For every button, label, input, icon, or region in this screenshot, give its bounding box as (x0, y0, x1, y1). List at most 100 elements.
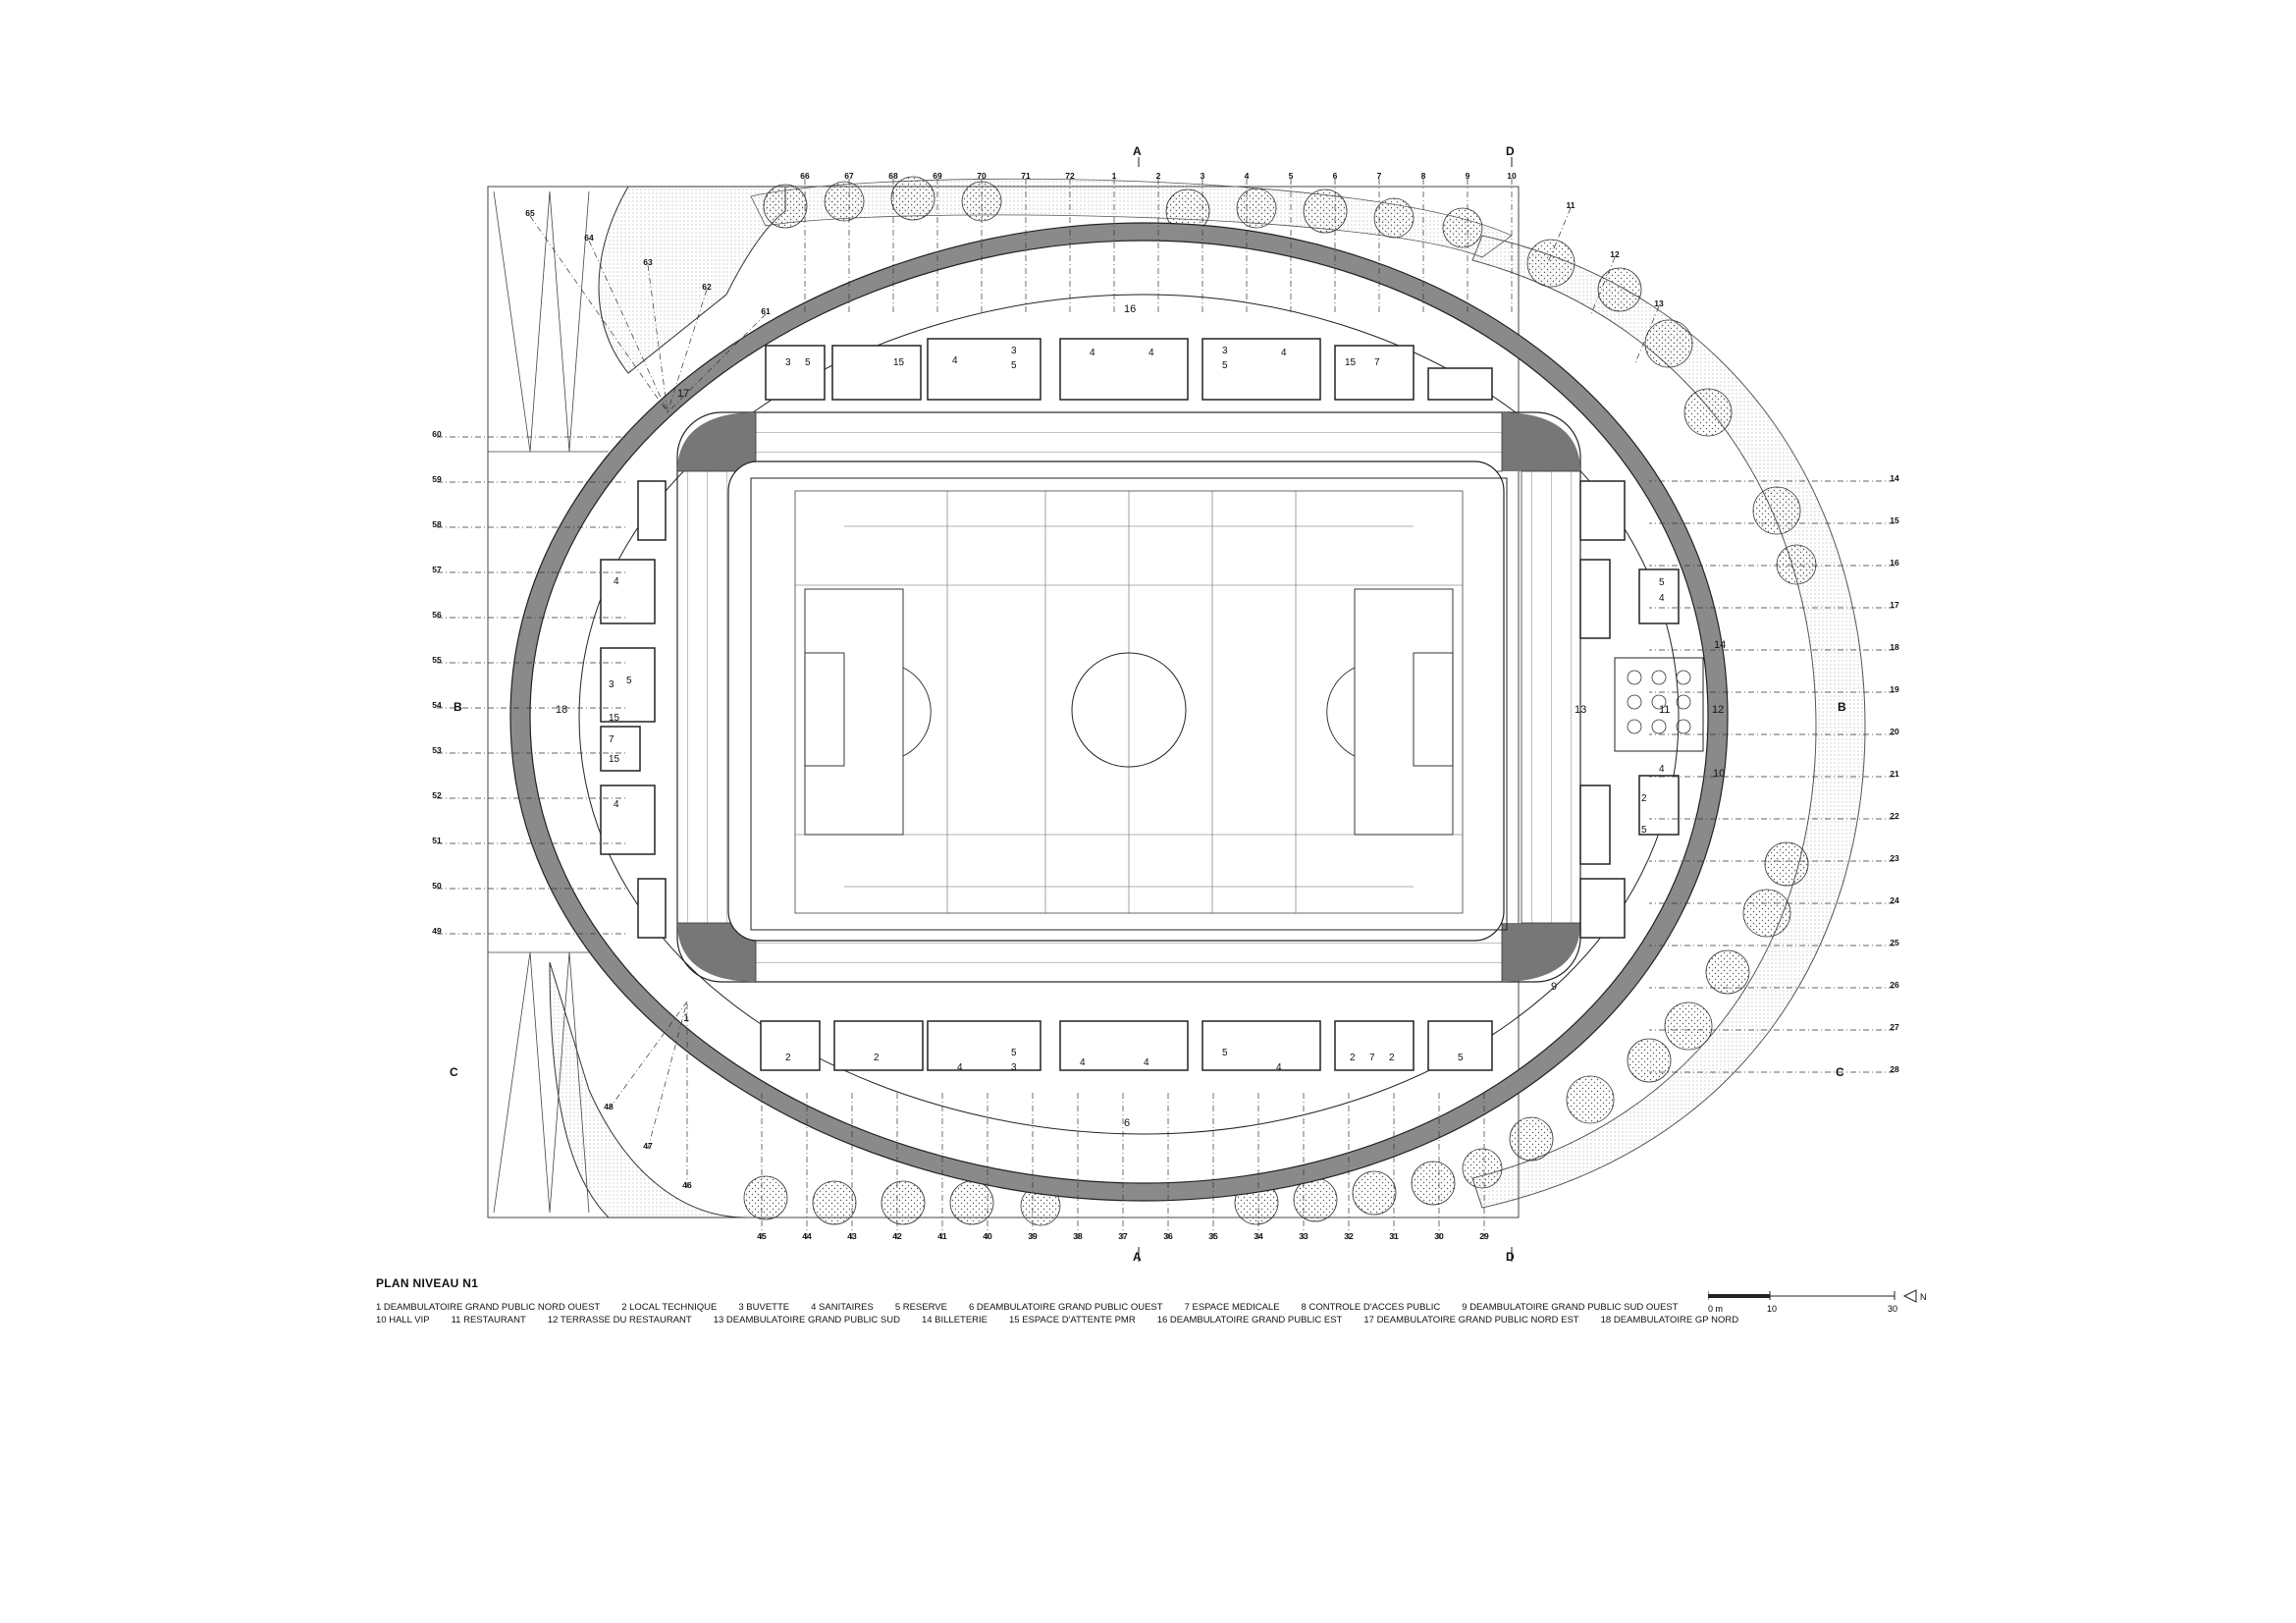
grid-axis-label: 6 (1333, 171, 1338, 181)
grid-axis-label: 3 (1201, 171, 1205, 181)
grid-axis-line (588, 240, 668, 413)
grid-axis-label: 27 (1890, 1022, 1899, 1032)
svg-text:5: 5 (1659, 577, 1665, 588)
scale-label-10: 10 (1767, 1304, 1777, 1314)
stand-corner-sw (677, 923, 756, 982)
section-label-b-left: B (454, 700, 462, 714)
zone-label-9: 9 (1551, 981, 1557, 993)
svg-text:4: 4 (1144, 1057, 1149, 1068)
grid-axis-label: 5 (1289, 171, 1294, 181)
section-label-d-top: D (1506, 144, 1515, 158)
svg-text:2: 2 (1641, 793, 1647, 804)
grid-axis-label: 67 (844, 171, 854, 181)
grid-axis-label: 48 (604, 1102, 614, 1111)
room-labels-left: 4 3 5 15 7 15 4 (609, 576, 632, 810)
grid-axis-label: 50 (432, 881, 442, 891)
svg-text:5: 5 (1222, 360, 1228, 371)
legend-item: 2 LOCAL TECHNIQUE (621, 1302, 718, 1313)
svg-text:3: 3 (609, 679, 614, 690)
grid-axis-line (1589, 256, 1616, 317)
grid-axis-label: 62 (702, 282, 712, 292)
section-label-a-bottom: A (1133, 1250, 1142, 1264)
grid-axis-label: 49 (432, 926, 442, 936)
legend-item: 11 RESTAURANT (451, 1315, 526, 1325)
svg-text:5: 5 (1641, 825, 1647, 836)
north-label: N (1920, 1292, 1927, 1302)
grid-axis-label: 59 (432, 474, 442, 484)
svg-text:4: 4 (957, 1062, 963, 1073)
svg-text:4: 4 (1148, 348, 1154, 358)
legend-item: 16 DEAMBULATOIRE GRAND PUBLIC EST (1156, 1315, 1343, 1325)
grid-axis-label: 15 (1890, 515, 1899, 525)
svg-text:15: 15 (1345, 357, 1357, 368)
svg-text:3: 3 (785, 357, 791, 368)
zone-label-14: 14 (1714, 639, 1726, 651)
ramp-zigzag-west-bottom (493, 951, 590, 1214)
grid-axis-line (608, 1001, 688, 1110)
grid-axis-label: 60 (432, 429, 442, 439)
centre-circle (1071, 652, 1187, 768)
stand-corner-se (1502, 923, 1580, 982)
grid-axis-label: 29 (1479, 1231, 1489, 1241)
grid-axis-label: 22 (1890, 811, 1899, 821)
svg-text:15: 15 (609, 713, 620, 724)
section-label-c-left: C (450, 1065, 458, 1079)
svg-text:7: 7 (609, 734, 614, 745)
landscape-area-southwest (549, 961, 747, 1218)
grid-axis-line (1545, 207, 1572, 268)
svg-text:2: 2 (1389, 1053, 1395, 1063)
penalty-arc-right (1326, 667, 1356, 757)
grid-axis-label: 16 (1890, 558, 1899, 568)
grid-axis-label: 45 (757, 1231, 767, 1241)
svg-text:4: 4 (614, 799, 619, 810)
stand-south-seating (1521, 470, 1581, 924)
legend-item: 17 DEAMBULATOIRE GRAND PUBLIC NORD EST (1363, 1315, 1579, 1325)
penalty-arc-left (902, 667, 932, 757)
legend-item: 5 RESERVE (894, 1302, 947, 1313)
svg-text:4: 4 (952, 355, 958, 366)
svg-text:4: 4 (1276, 1062, 1282, 1073)
grid-axis-label: 18 (1890, 642, 1899, 652)
grid-axis-label: 36 (1163, 1231, 1173, 1241)
rooms-east (765, 338, 1493, 401)
grid-axis-line (1633, 305, 1660, 366)
svg-text:3: 3 (1011, 346, 1017, 356)
zone-label-16: 16 (1124, 303, 1136, 315)
trees (743, 176, 1817, 1226)
zone-label-6: 6 (1124, 1117, 1130, 1129)
grid-axis-label: 44 (802, 1231, 812, 1241)
room-labels-top: 3 5 15 4 3 5 4 4 3 4 5 15 7 (785, 346, 1380, 371)
grid-axis-label: 57 (432, 565, 442, 574)
stand-corner-ne (1502, 412, 1580, 471)
scale-label-30: 30 (1888, 1304, 1897, 1314)
legend-item: 14 BILLETERIE (921, 1315, 988, 1325)
room-labels-right: 5 2 5 4 4 (1641, 577, 1665, 836)
grid-axis-label: 70 (977, 171, 987, 181)
pitch-surround (727, 460, 1505, 942)
svg-text:2: 2 (1350, 1053, 1356, 1063)
grid-axis-line (667, 289, 708, 413)
grid-axis-line (667, 313, 767, 413)
grid-axis-label: 28 (1890, 1064, 1899, 1074)
restaurant-outline (1614, 657, 1704, 752)
stand-corner-nw (677, 412, 756, 471)
legend-item: 18 DEAMBULATOIRE GP NORD (1600, 1315, 1739, 1325)
zone-label-1: 1 (683, 1012, 689, 1024)
grid-axis-label: 54 (432, 700, 442, 710)
grid-axis-label: 1 (1112, 171, 1117, 181)
svg-text:3: 3 (1222, 346, 1228, 356)
svg-text:4: 4 (1659, 764, 1665, 775)
zone-label-18: 18 (556, 704, 567, 716)
grid-axis-label: 34 (1254, 1231, 1263, 1241)
grid-axis-label: 68 (888, 171, 898, 181)
grid-axis-label: 33 (1299, 1231, 1308, 1241)
svg-text:4: 4 (1659, 593, 1665, 604)
legend-item: 13 DEAMBULATOIRE GRAND PUBLIC SUD (713, 1315, 900, 1325)
grid-axis-label: 61 (761, 306, 771, 316)
grid-axis-label: 24 (1890, 895, 1899, 905)
svg-text:4: 4 (1281, 348, 1287, 358)
legend-item: 1 DEAMBULATOIRE GRAND PUBLIC NORD OUEST (376, 1302, 601, 1313)
outer-concourse-ring (509, 222, 1729, 1202)
zone-label-17: 17 (677, 388, 689, 400)
